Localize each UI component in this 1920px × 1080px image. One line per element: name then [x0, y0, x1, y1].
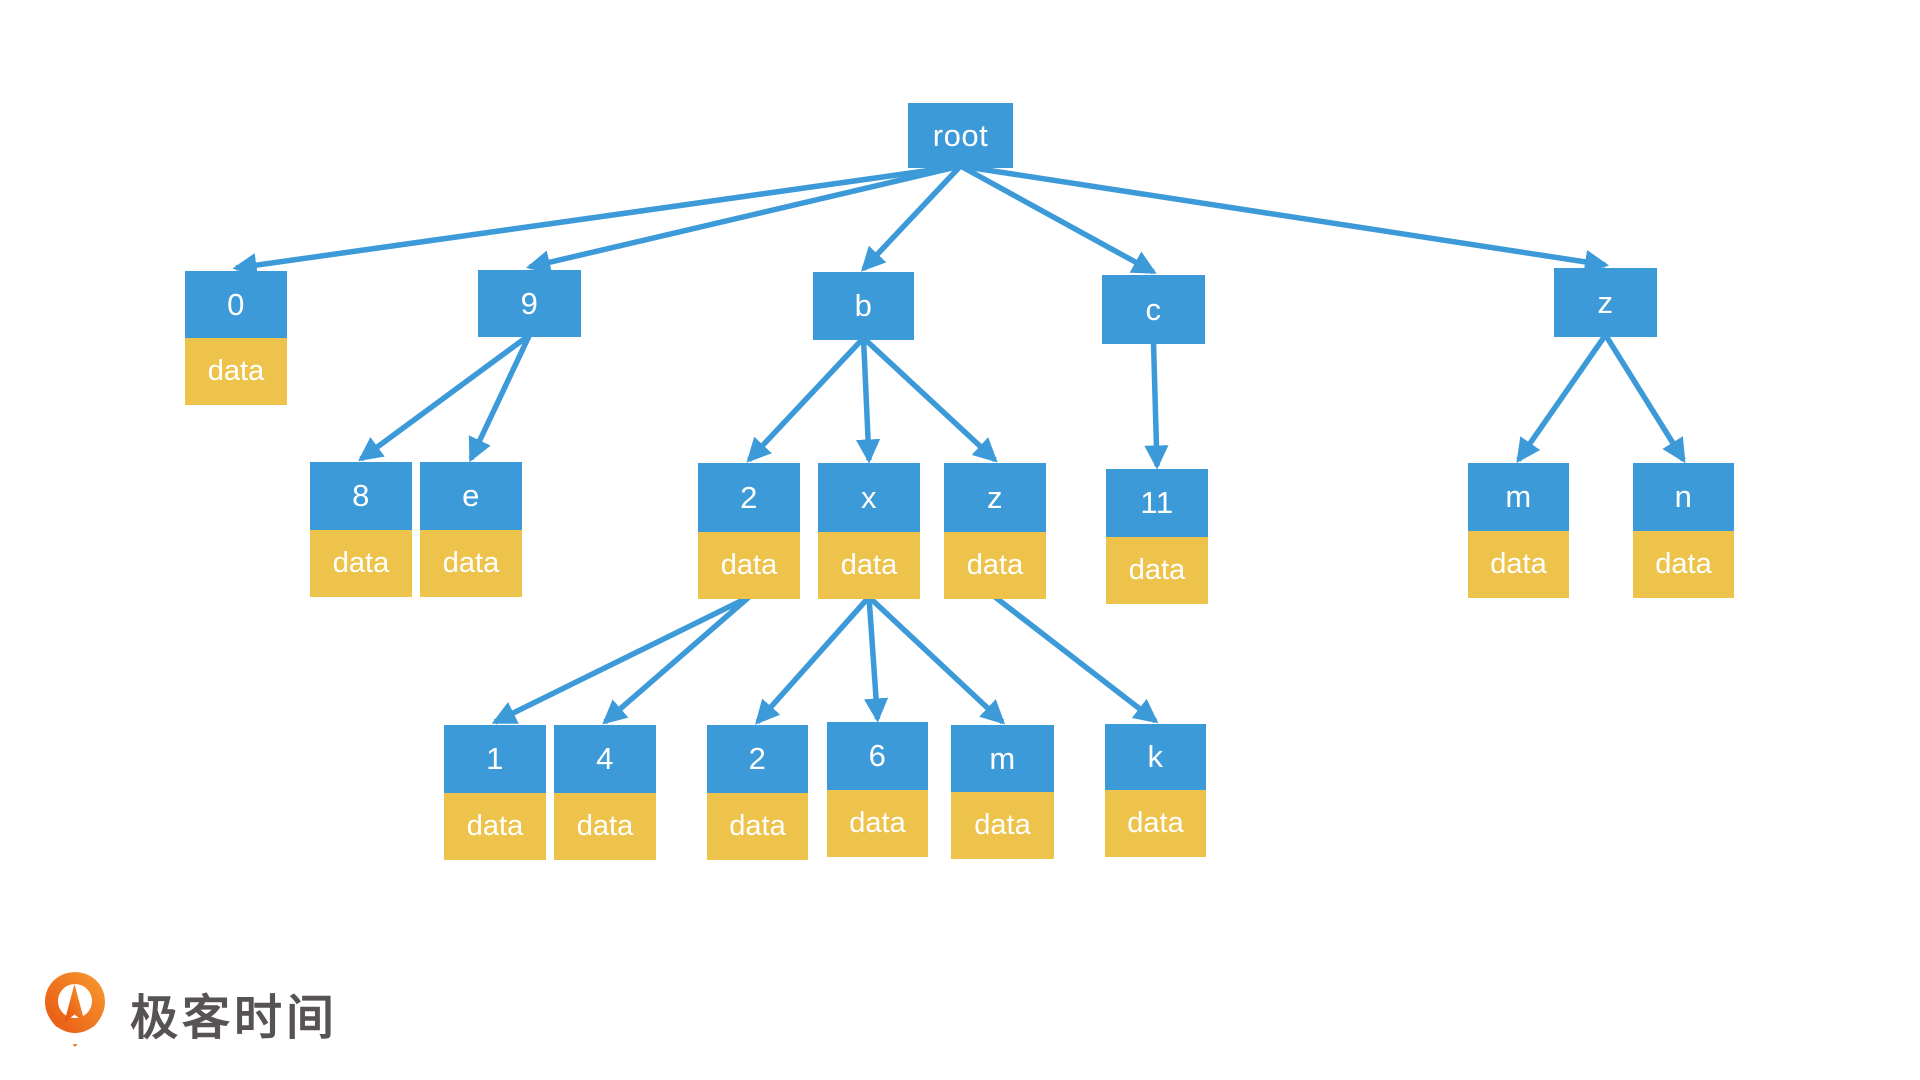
node-key-label: 9: [478, 270, 581, 337]
edge-root-nz: [960, 163, 1610, 274]
tree-node-nb: b: [813, 272, 914, 340]
node-data-label: data: [444, 793, 546, 860]
node-key-label: c: [1102, 275, 1205, 344]
edge-n2-n1: [491, 594, 751, 725]
node-key-label: k: [1105, 724, 1206, 790]
node-key-label: 1: [444, 725, 546, 793]
tree-node-nc: c: [1102, 275, 1205, 344]
node-key-label: m: [951, 725, 1054, 792]
node-data-label: data: [818, 532, 920, 599]
edge-nz2-nk: [993, 594, 1159, 724]
edge-n9-n8: [358, 332, 532, 462]
tree-node-root: root: [908, 103, 1013, 168]
edge-root-nc: [959, 163, 1157, 275]
node-data-label: data: [1468, 531, 1569, 598]
node-key-label: n: [1633, 463, 1734, 531]
node-data-label: data: [1105, 790, 1206, 857]
node-key-label: root: [908, 103, 1013, 168]
node-key-label: e: [420, 462, 522, 530]
node-data-label: data: [185, 338, 287, 405]
node-key-label: 6: [827, 722, 928, 790]
tree-node-n9: 9: [478, 270, 581, 337]
node-key-label: 4: [554, 725, 656, 793]
node-key-label: 2: [698, 463, 800, 532]
edge-root-nb: [861, 164, 963, 272]
edge-nx-n6: [863, 596, 889, 723]
edge-nz-nm: [1516, 333, 1608, 463]
node-key-label: z: [944, 463, 1046, 532]
edge-nz-nn: [1603, 333, 1686, 464]
node-data-label: data: [554, 793, 656, 860]
node-data-label: data: [827, 790, 928, 857]
edge-n9-ne: [468, 333, 532, 463]
node-key-label: z: [1554, 268, 1657, 337]
edge-n2-n4: [602, 594, 751, 725]
node-data-label: data: [310, 530, 412, 597]
edge-nb-nz2: [861, 335, 998, 463]
edge-nb-nx: [855, 337, 881, 464]
node-data-label: data: [951, 792, 1054, 859]
node-data-label: data: [1106, 537, 1208, 604]
edge-nx-n2b: [755, 595, 872, 725]
edge-nx-nm2: [867, 594, 1006, 725]
node-key-label: 11: [1106, 469, 1208, 537]
edge-nb-n2: [746, 336, 866, 463]
logo-text: 极客时间: [130, 991, 339, 1045]
geektime-pin-icon: [45, 972, 105, 1047]
tree-node-nz: z: [1554, 268, 1657, 337]
node-data-label: data: [420, 530, 522, 597]
node-key-label: b: [813, 272, 914, 340]
node-key-label: m: [1468, 463, 1569, 531]
node-data-label: data: [707, 793, 808, 860]
edge-root-n0: [232, 163, 961, 278]
edge-nc-n11: [1144, 341, 1169, 470]
node-key-label: 2: [707, 725, 808, 793]
logo: 极客时间: [44, 971, 338, 1060]
edge-root-n9: [525, 163, 962, 275]
node-data-label: data: [944, 532, 1046, 599]
node-key-label: 0: [185, 271, 287, 338]
node-key-label: 8: [310, 462, 412, 530]
node-data-label: data: [1633, 531, 1734, 598]
node-key-label: x: [818, 463, 920, 532]
node-data-label: data: [698, 532, 800, 599]
